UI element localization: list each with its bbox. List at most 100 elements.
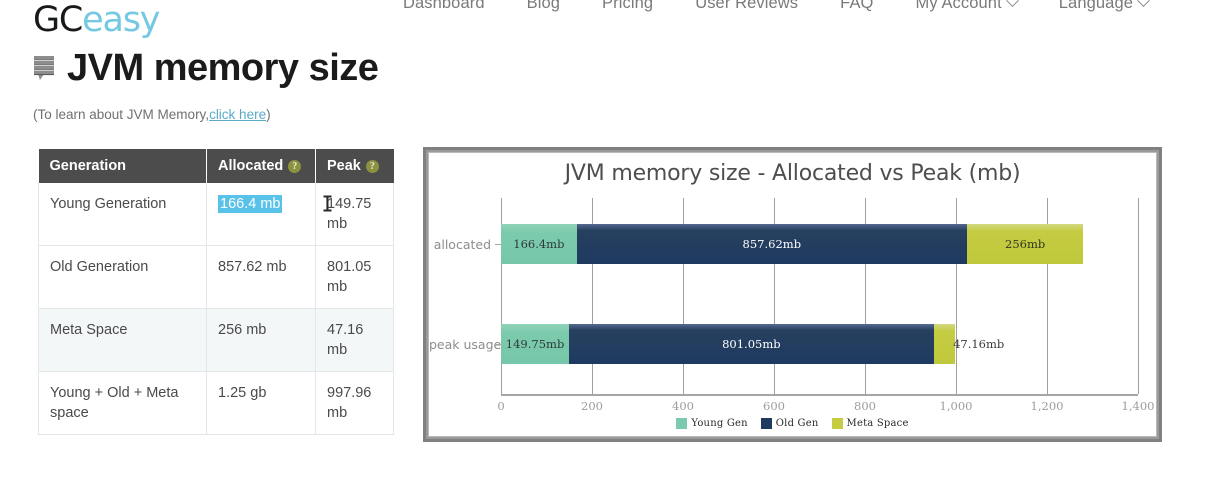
chart-title: JVM memory size - Allocated vs Peak (mb) bbox=[564, 161, 1021, 186]
cell-generation: Meta Space bbox=[38, 308, 207, 372]
legend-swatch bbox=[831, 418, 843, 429]
legend-item[interactable]: Meta Space bbox=[831, 418, 909, 429]
lines-bubble-icon bbox=[33, 53, 55, 83]
chart-y-category-label: allocated bbox=[433, 237, 491, 252]
bar-segment-label: 801.05mb bbox=[722, 337, 781, 351]
top-navigation: Dashboard Blog Pricing User Reviews FAQ … bbox=[0, 0, 1210, 20]
bar-segment-label: 256mb bbox=[1005, 237, 1046, 251]
chart-gridline bbox=[1047, 198, 1048, 394]
legend-item[interactable]: Young Gen bbox=[676, 418, 748, 429]
nav-label: User Reviews bbox=[695, 0, 799, 12]
brand-logo[interactable]: GCeasy bbox=[33, 0, 161, 41]
chart-x-axis-line bbox=[501, 394, 1138, 396]
chart-y-tick-mark bbox=[495, 244, 501, 245]
column-label: Generation bbox=[49, 158, 127, 174]
nav-label: Dashboard bbox=[402, 0, 485, 12]
chart-y-category-label: peak usage bbox=[429, 337, 502, 352]
nav-item-dashboard[interactable]: Dashboard bbox=[403, 0, 485, 13]
chevron-down-icon bbox=[1137, 0, 1150, 7]
table-row: Meta Space 256 mb 47.16 mb bbox=[38, 308, 394, 372]
cell-generation: Young Generation bbox=[38, 183, 207, 246]
nav-label: My Account bbox=[915, 0, 1002, 12]
cell-peak-value: 149.75 mb bbox=[327, 196, 372, 232]
chart-x-tick-label: 400 bbox=[672, 399, 694, 413]
column-header-peak[interactable]: Peak? bbox=[315, 149, 394, 183]
legend-label: Young Gen bbox=[691, 418, 748, 429]
nav-label: Language bbox=[1058, 0, 1133, 12]
cell-peak[interactable]: 997.96 mb bbox=[315, 371, 394, 435]
column-label: Peak bbox=[327, 158, 361, 174]
cell-peak[interactable]: 47.16 mb bbox=[315, 308, 394, 372]
bar-segment-label: 47.16mb bbox=[953, 337, 1005, 351]
legend-label: Old Gen bbox=[775, 418, 819, 429]
table-row: Young + Old + Meta space 1.25 gb 997.96 … bbox=[38, 371, 394, 435]
cell-allocated[interactable]: 256 mb bbox=[206, 308, 316, 372]
chart-bar-row: 166.4mb 857.62mb 256mb bbox=[501, 224, 1138, 264]
bar-segment-label: 857.62mb bbox=[742, 237, 802, 251]
chart-gridline bbox=[1138, 198, 1139, 394]
chart-x-tick-label: 200 bbox=[581, 399, 603, 413]
cell-allocated[interactable]: 166.4 mb bbox=[206, 183, 316, 246]
nav-label: Blog bbox=[526, 0, 561, 12]
selected-text: 166.4 mb bbox=[218, 195, 283, 213]
jvm-memory-table: Generation Allocated? Peak? Young Genera… bbox=[38, 149, 394, 435]
chart-gridline bbox=[956, 198, 957, 394]
help-icon[interactable]: ? bbox=[365, 160, 379, 173]
cell-allocated[interactable]: 1.25 gb bbox=[206, 371, 316, 435]
brand-logo-easy: easy bbox=[82, 0, 160, 40]
chart-gridline bbox=[592, 198, 593, 394]
column-header-allocated[interactable]: Allocated? bbox=[206, 149, 316, 183]
chart-frame: JVM memory size - Allocated vs Peak (mb)… bbox=[423, 147, 1162, 442]
column-header-generation[interactable]: Generation bbox=[38, 149, 207, 183]
chart-x-tick-label: 600 bbox=[763, 399, 785, 413]
cell-peak[interactable]: 149.75 mb bbox=[315, 183, 394, 246]
learn-about-jvm-memory-link[interactable]: click here bbox=[209, 107, 267, 122]
bar-segment-old-gen[interactable]: 801.05mb bbox=[569, 324, 934, 364]
chart-gridline bbox=[774, 198, 775, 394]
nav-label: FAQ bbox=[840, 0, 874, 12]
legend-swatch bbox=[676, 418, 688, 429]
chevron-down-icon bbox=[1005, 0, 1019, 7]
cell-peak[interactable]: 801.05 mb bbox=[315, 245, 394, 309]
nav-item-user-reviews[interactable]: User Reviews bbox=[695, 0, 798, 13]
legend-item[interactable]: Old Gen bbox=[760, 418, 819, 429]
bar-segment-young-gen[interactable]: 149.75mb bbox=[501, 324, 570, 364]
bar-segment-young-gen[interactable]: 166.4mb bbox=[501, 224, 577, 264]
chart-x-tick-label: 800 bbox=[854, 399, 876, 413]
column-label: Allocated bbox=[218, 158, 284, 174]
chart-y-tick-mark bbox=[495, 344, 501, 345]
legend-label: Meta Space bbox=[846, 418, 909, 429]
cell-generation: Old Generation bbox=[38, 245, 207, 309]
nav-item-blog[interactable]: Blog bbox=[527, 0, 560, 13]
nav-item-pricing[interactable]: Pricing bbox=[602, 0, 653, 13]
chart-gridline bbox=[683, 198, 684, 394]
chart-gridline bbox=[865, 198, 866, 394]
nav-item-faq[interactable]: FAQ bbox=[840, 0, 873, 13]
legend-swatch bbox=[760, 418, 772, 429]
table-row: Young Generation 166.4 mb 149.75 mb bbox=[38, 183, 394, 246]
chart-x-tick-label: 1,200 bbox=[1030, 399, 1064, 413]
bar-segment-old-gen[interactable]: 857.62mb bbox=[576, 224, 967, 264]
table-row: Old Generation 857.62 mb 801.05 mb bbox=[38, 245, 394, 309]
cell-allocated[interactable]: 857.62 mb bbox=[206, 245, 316, 309]
help-icon[interactable]: ? bbox=[288, 160, 302, 173]
nav-item-language[interactable]: Language bbox=[1058, 0, 1150, 13]
chart-x-tick-label: 1,400 bbox=[1121, 399, 1155, 413]
chart-x-tick-label: 1,000 bbox=[939, 399, 973, 413]
bar-segment-label: 166.4mb bbox=[513, 237, 565, 251]
page-title-row: JVM memory size bbox=[33, 44, 379, 92]
bar-segment-meta-space[interactable]: 256mb bbox=[966, 224, 1084, 264]
subtitle-suffix: ) bbox=[266, 107, 271, 122]
subtitle-text: (To learn about JVM Memory,click here) bbox=[33, 107, 271, 122]
brand-logo-gc: GC bbox=[33, 0, 83, 40]
chart-x-tick-label: 0 bbox=[497, 399, 505, 413]
bar-segment-label: 149.75mb bbox=[505, 337, 565, 351]
table-header-row: Generation Allocated? Peak? bbox=[38, 149, 394, 183]
page-title: JVM memory size bbox=[67, 47, 379, 89]
jvm-memory-chart: JVM memory size - Allocated vs Peak (mb)… bbox=[428, 152, 1157, 437]
chart-plot-area: 166.4mb 857.62mb 256mb 149.75mb 801.05mb 47.1… bbox=[501, 198, 1139, 394]
chart-legend: Young Gen Old Gen Meta Space bbox=[429, 418, 1156, 429]
nav-item-my-account[interactable]: My Account bbox=[915, 0, 1019, 13]
bar-segment-meta-space[interactable]: 47.16mb bbox=[933, 324, 1004, 364]
subtitle-prefix: (To learn about JVM Memory, bbox=[33, 107, 210, 122]
